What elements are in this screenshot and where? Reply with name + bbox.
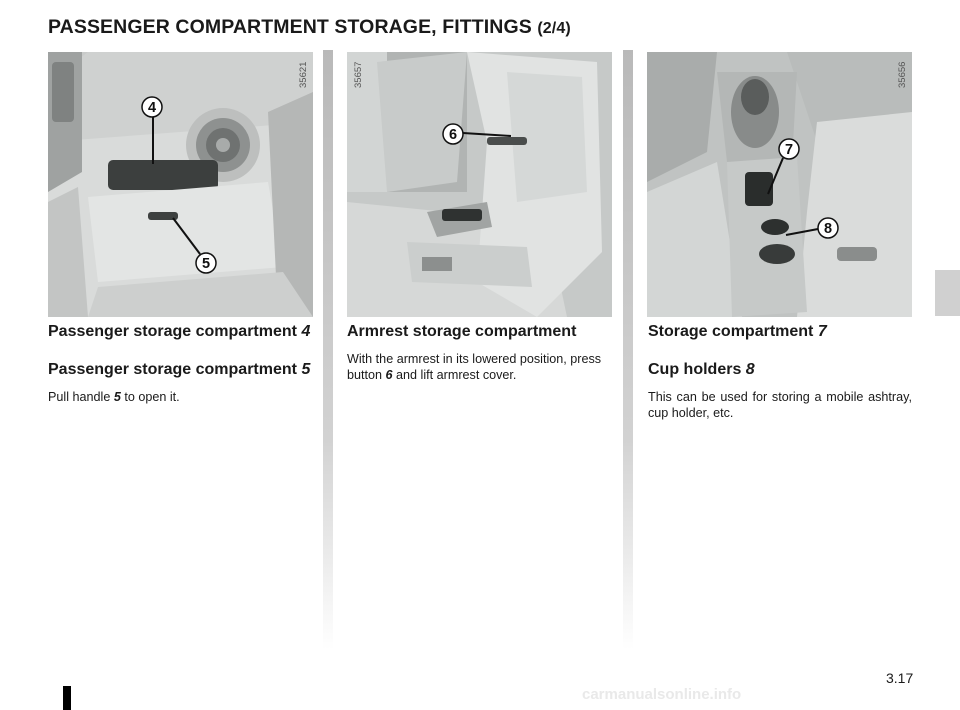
text-pull-handle: Pull handle 5 to open it. [48, 390, 180, 404]
chapter-tab [935, 270, 960, 316]
page-number: 3.17 [886, 670, 914, 686]
text-cup-holders: This can be used for storing a mobile as… [648, 390, 912, 420]
photo-ref-3: 35656 [897, 61, 908, 88]
column-divider-1 [323, 50, 333, 650]
callout-5: 5 [202, 256, 210, 272]
text-armrest-instructions: With the armrest in its lowered position… [347, 352, 602, 382]
photo-ref-2: 35657 [353, 61, 364, 88]
callout-6: 6 [449, 127, 457, 143]
photo-ref-1: 35621 [298, 61, 309, 88]
photo-console: 7 8 35656 [647, 52, 912, 317]
heading-passenger-storage-4: Passenger storage compartment 4 [48, 323, 311, 340]
heading-cup-holders-8: Cup holders 8 [648, 361, 755, 378]
page-title: PASSENGER COMPARTMENT STORAGE, FITTINGS … [48, 16, 571, 39]
section-console-storage: Storage compartment 7 Cup holders 8 This… [648, 322, 912, 421]
photo-glovebox: 4 5 35621 [48, 52, 313, 317]
glovebox-illustration: 4 5 [48, 52, 313, 317]
section-armrest-storage: Armrest storage compartment With the arm… [347, 322, 615, 383]
callout-8: 8 [824, 221, 832, 237]
heading-passenger-storage-5: Passenger storage compartment 5 [48, 361, 311, 378]
corner-mark [63, 686, 71, 710]
console-illustration: 7 8 [647, 52, 912, 317]
page-title-suffix: (2/4) [537, 20, 571, 37]
page-title-text: PASSENGER COMPARTMENT STORAGE, FITTINGS [48, 16, 532, 38]
watermark: carmanualsonline.info [582, 686, 742, 703]
column-divider-2 [623, 50, 633, 650]
heading-storage-compartment-7: Storage compartment 7 [648, 323, 827, 340]
armrest-illustration: 6 [347, 52, 612, 317]
callout-4: 4 [148, 100, 156, 116]
photo-armrest: 6 35657 [347, 52, 612, 317]
callout-7: 7 [785, 142, 793, 158]
heading-armrest-storage: Armrest storage compartment [347, 323, 577, 340]
section-passenger-storage: Passenger storage compartment 4 Passenge… [48, 322, 316, 405]
